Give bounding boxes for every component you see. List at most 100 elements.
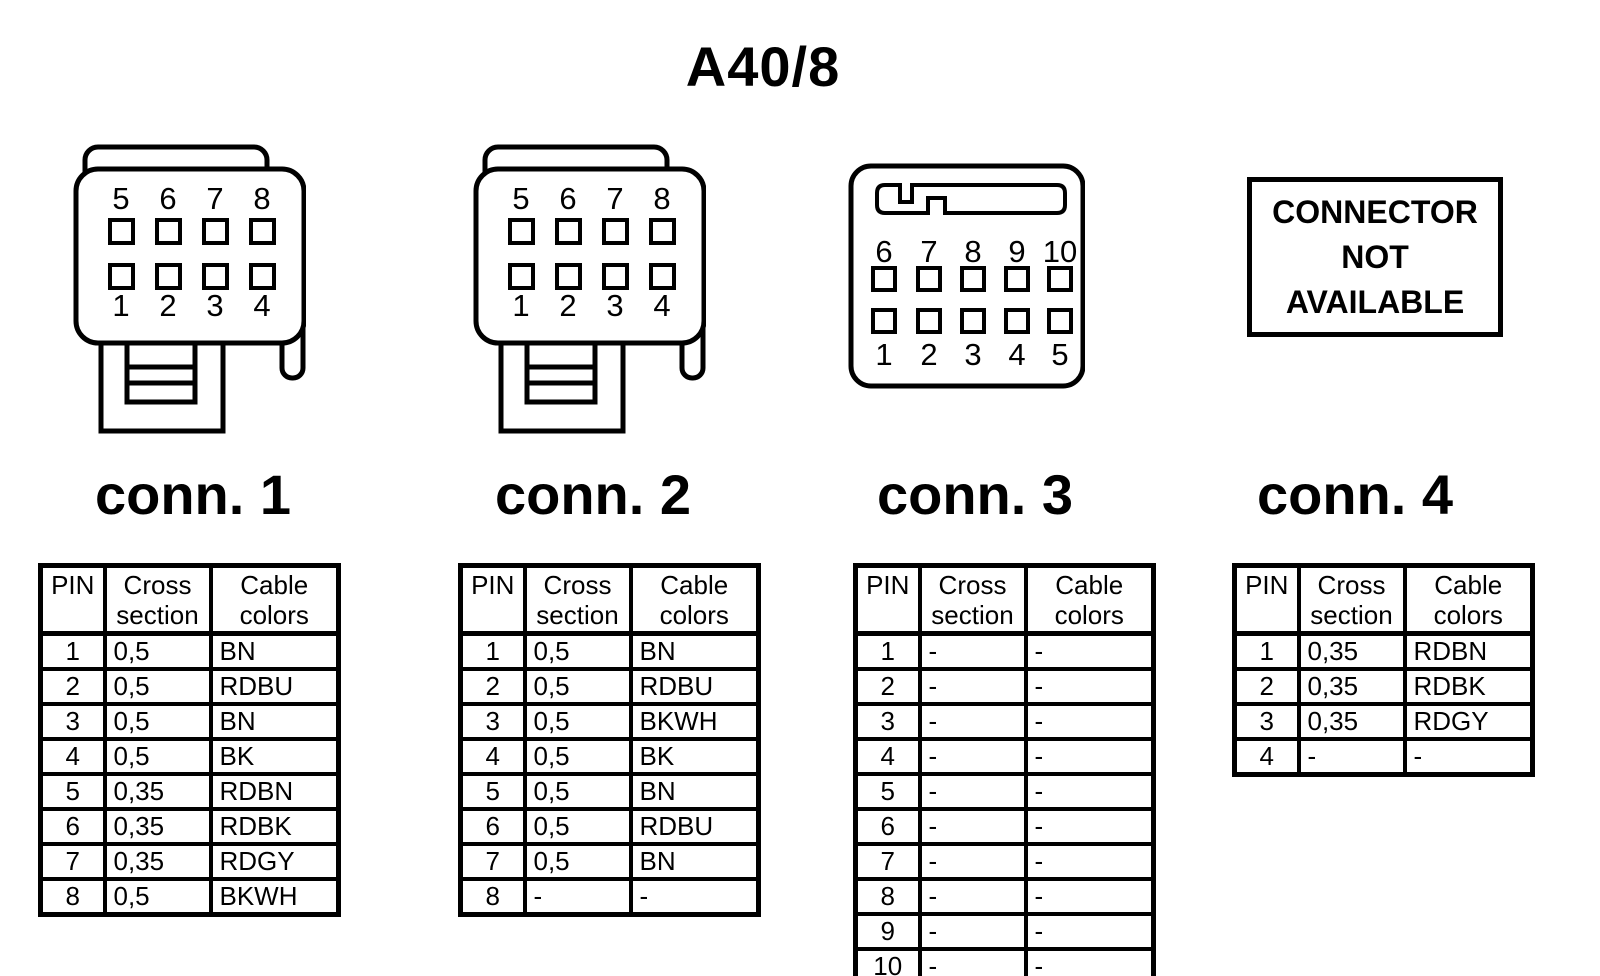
pin-cavity [916, 308, 942, 334]
pin-row: 4-- [853, 737, 1156, 776]
cable-color-cell: - [1023, 737, 1156, 776]
cable-color-cell: RDBK [208, 807, 341, 846]
pin-cavity [202, 218, 229, 245]
pin-cell: 6 [38, 807, 107, 846]
cable-color-cell: RDGY [208, 842, 341, 881]
cable-color-cell: - [1023, 947, 1156, 976]
pin-cavity [871, 266, 897, 292]
pin-number: 7 [606, 181, 623, 216]
cross-section-cell: 0,5 [522, 772, 633, 811]
cable-color-cell: - [1023, 877, 1156, 916]
pin-cell: 4 [458, 737, 527, 776]
pin-number: 1 [112, 288, 129, 323]
pin-cavity [249, 218, 276, 245]
pin-header: PIN [458, 563, 527, 636]
cross-section-cell: 0,5 [102, 737, 213, 776]
pin-number: 6 [159, 181, 176, 216]
pin-row: 1-- [853, 631, 1156, 671]
cross-section-cell: 0,5 [102, 667, 213, 706]
header-line: Cross [938, 570, 1007, 600]
cross-section-cell: - [522, 877, 633, 917]
pin-number: 6 [559, 181, 576, 216]
cross-section-cell: 0,5 [522, 667, 633, 706]
pin-cell: 2 [853, 667, 922, 706]
pin-cell: 7 [458, 842, 527, 881]
latch [524, 340, 598, 405]
pin-cavity [508, 218, 535, 245]
cross-section-cell: 0,5 [102, 877, 213, 917]
cable-color-cell: BKWH [208, 877, 341, 917]
pin-row: 6-- [853, 807, 1156, 846]
pin-header: PIN [853, 563, 922, 636]
pin-number: 3 [964, 337, 981, 372]
cable-color-cell: RDBN [208, 772, 341, 811]
pin-cell: 3 [853, 702, 922, 741]
pin-cavity [108, 218, 135, 245]
header-line: colors [1054, 600, 1124, 630]
key-slot [875, 183, 1067, 215]
pin-cell: 9 [853, 912, 922, 951]
connector-4-label: conn. 4 [1256, 463, 1454, 526]
connector-2-diagram: 5 6 7 8 1 2 3 4 [473, 144, 706, 434]
cable-color-cell: - [1023, 667, 1156, 706]
pin-cell: 1 [458, 631, 527, 671]
pin-cavity [508, 263, 535, 290]
cross-section-cell: - [1296, 737, 1407, 777]
pin-row: 10-- [853, 947, 1156, 976]
cross-section-cell: - [917, 877, 1028, 916]
pin-cell: 7 [853, 842, 922, 881]
pin-cell: 8 [853, 877, 922, 916]
cable-color-cell: - [1023, 912, 1156, 951]
pin-cavity [108, 263, 135, 290]
pin-number: 7 [206, 181, 223, 216]
cross-section-cell: - [917, 631, 1028, 671]
pin-cell: 1 [1232, 631, 1301, 671]
pin-cavity [1047, 308, 1073, 334]
cross-section-cell: 0,35 [1296, 667, 1407, 706]
pin-cell: 8 [38, 877, 107, 917]
cable-color-cell: BK [208, 737, 341, 776]
pin-number: 6 [875, 234, 892, 269]
pin-cavity [555, 263, 582, 290]
cross-section-cell: 0,5 [102, 702, 213, 741]
header-line: Cable [1055, 570, 1124, 600]
pin-cell: 6 [853, 807, 922, 846]
na-line: NOT [1341, 238, 1409, 275]
connector-3-label: conn. 3 [876, 463, 1074, 526]
header-line: Cross [1317, 570, 1386, 600]
pin-cavity [1004, 266, 1030, 292]
cross-section-cell: 0,35 [1296, 631, 1407, 671]
connector-2-label: conn. 2 [494, 463, 692, 526]
cross-section-cell: 0,35 [102, 772, 213, 811]
pin-number: 5 [512, 181, 529, 216]
cross-section-cell: - [917, 737, 1028, 776]
pin-number: 9 [1008, 234, 1025, 269]
pin-cell: 5 [458, 772, 527, 811]
cross-section-cell: - [917, 772, 1028, 811]
pin-row: 4-- [1232, 737, 1535, 777]
cable-color-cell: - [1023, 842, 1156, 881]
cross-section-cell: 0,5 [522, 807, 633, 846]
pin-header: PIN [38, 563, 107, 636]
cross-section-cell: - [917, 842, 1028, 881]
pin-cell: 3 [1232, 702, 1301, 741]
pin-cavity [155, 218, 182, 245]
pin-cavity [602, 263, 629, 290]
pin-row: 5-- [853, 772, 1156, 811]
latch [124, 340, 198, 405]
cable-color-cell: BN [208, 631, 341, 671]
